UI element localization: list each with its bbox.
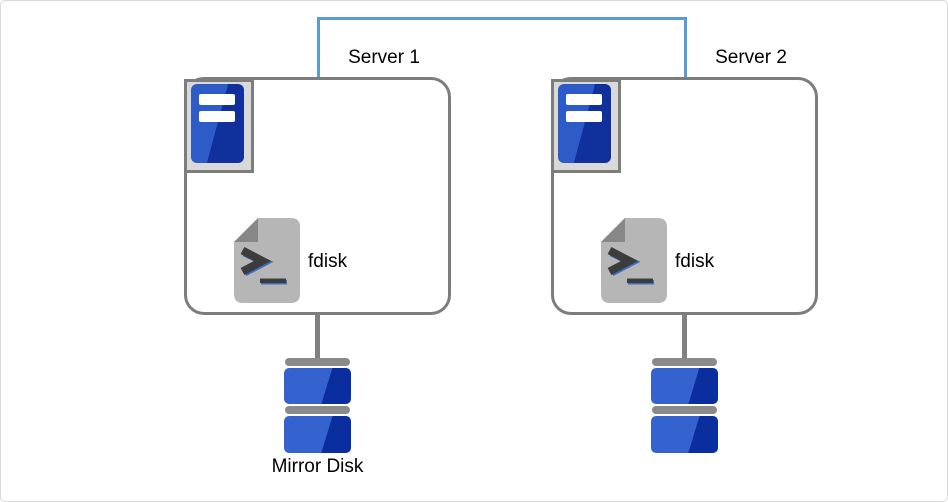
terminal-file-icon — [234, 218, 300, 303]
disk-label-2 — [614, 455, 755, 479]
disk-divider — [652, 406, 717, 414]
disk-connector-line — [315, 314, 320, 361]
disk-icon — [284, 358, 351, 453]
fdisk-label: fdisk — [308, 251, 348, 272]
disk-platter — [651, 416, 718, 453]
server-tower-face — [191, 84, 244, 163]
server-link-line — [317, 17, 687, 79]
server-drive-slot — [566, 111, 602, 122]
disk-divider — [285, 406, 350, 414]
server-node-2: Server 2 fdisk — [551, 45, 818, 501]
server-node-1: Server 1 fdisk Mirror Disk — [184, 45, 451, 501]
fdisk-label: fdisk — [675, 251, 715, 272]
server-2-label: Server 2 — [715, 47, 787, 68]
server-icon — [551, 79, 621, 173]
server-1-label: Server 1 — [348, 47, 420, 68]
server-icon — [184, 79, 254, 173]
disk-platter — [651, 368, 718, 404]
server-drive-slot — [566, 94, 602, 105]
disk-platter — [284, 416, 351, 453]
disk-icon — [651, 358, 718, 453]
disk-divider — [652, 358, 717, 366]
server-drive-slot — [199, 111, 235, 122]
terminal-file-icon — [601, 218, 667, 303]
server-drive-slot — [199, 94, 235, 105]
disk-connector-line — [682, 314, 687, 361]
server-tower-face — [558, 84, 611, 163]
disk-divider — [285, 358, 350, 366]
disk-platter — [284, 368, 351, 404]
mirror-disk-label: Mirror Disk — [271, 456, 364, 477]
